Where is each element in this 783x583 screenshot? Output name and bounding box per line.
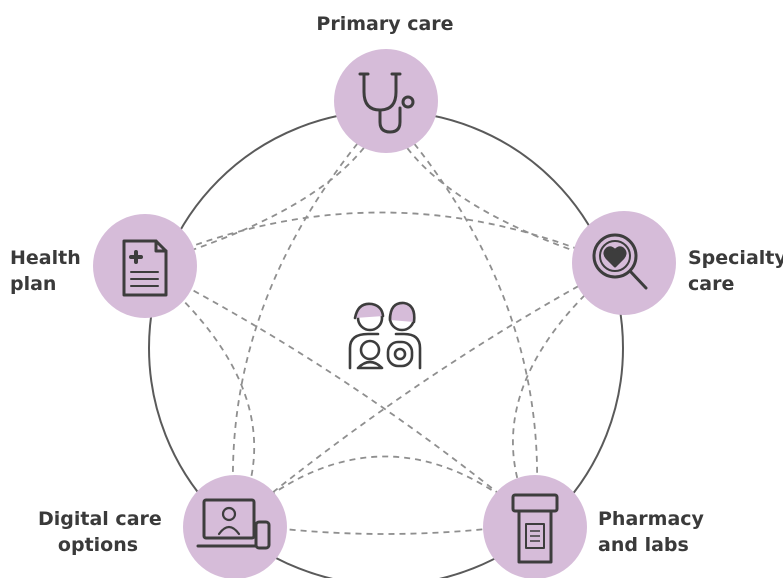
- label-digital-line-1: Digital care: [38, 508, 162, 530]
- stethoscope-icon: [358, 72, 415, 134]
- label-health-line-2: plan: [10, 273, 57, 295]
- magnifier-heart-icon: [592, 233, 648, 290]
- label-pharmacy-labs: Pharmacy and labs: [598, 506, 704, 558]
- connector-health-pharmacy: [144, 264, 536, 524]
- connector-health-specialty: [144, 211, 618, 266]
- node-primary-circle: [334, 49, 438, 153]
- label-pharmacy-line-1: Pharmacy: [598, 508, 704, 530]
- node-specialty-circle: [572, 211, 676, 315]
- label-pharmacy-line-2: and labs: [598, 534, 689, 556]
- node-pharmacy-circle: [483, 475, 587, 579]
- pill-bottle-icon: [511, 493, 559, 564]
- node-digital-circle: [183, 475, 287, 579]
- label-health-plan: Health plan: [10, 245, 81, 297]
- connector-specialty-pharmacy: [512, 264, 618, 524]
- label-primary-line-1: Primary care: [316, 13, 454, 35]
- connector-primary-pharmacy: [385, 109, 538, 524]
- node-specialty: [572, 211, 676, 315]
- node-primary: [334, 49, 438, 153]
- node-health: [93, 214, 197, 318]
- label-digital-care: Digital care options: [38, 506, 162, 558]
- family-icon: [348, 301, 422, 370]
- label-specialty-line-1: Specialty: [688, 247, 783, 269]
- connector-digital-pharmacy-a: [234, 455, 536, 524]
- label-digital-line-2: options: [57, 534, 139, 556]
- document-icon: [122, 239, 168, 297]
- node-pharmacy: [483, 475, 587, 579]
- node-health-circle: [93, 214, 197, 318]
- laptop-doctor-icon: [196, 498, 271, 550]
- label-specialty-line-2: care: [688, 273, 735, 295]
- label-health-line-1: Health: [10, 247, 81, 269]
- connector-specialty-digital: [234, 264, 618, 524]
- node-digital: [183, 475, 287, 579]
- label-specialty-care: Specialty care: [688, 245, 783, 297]
- label-primary-care: Primary care: [0, 11, 770, 37]
- connector-primary-digital: [232, 109, 387, 524]
